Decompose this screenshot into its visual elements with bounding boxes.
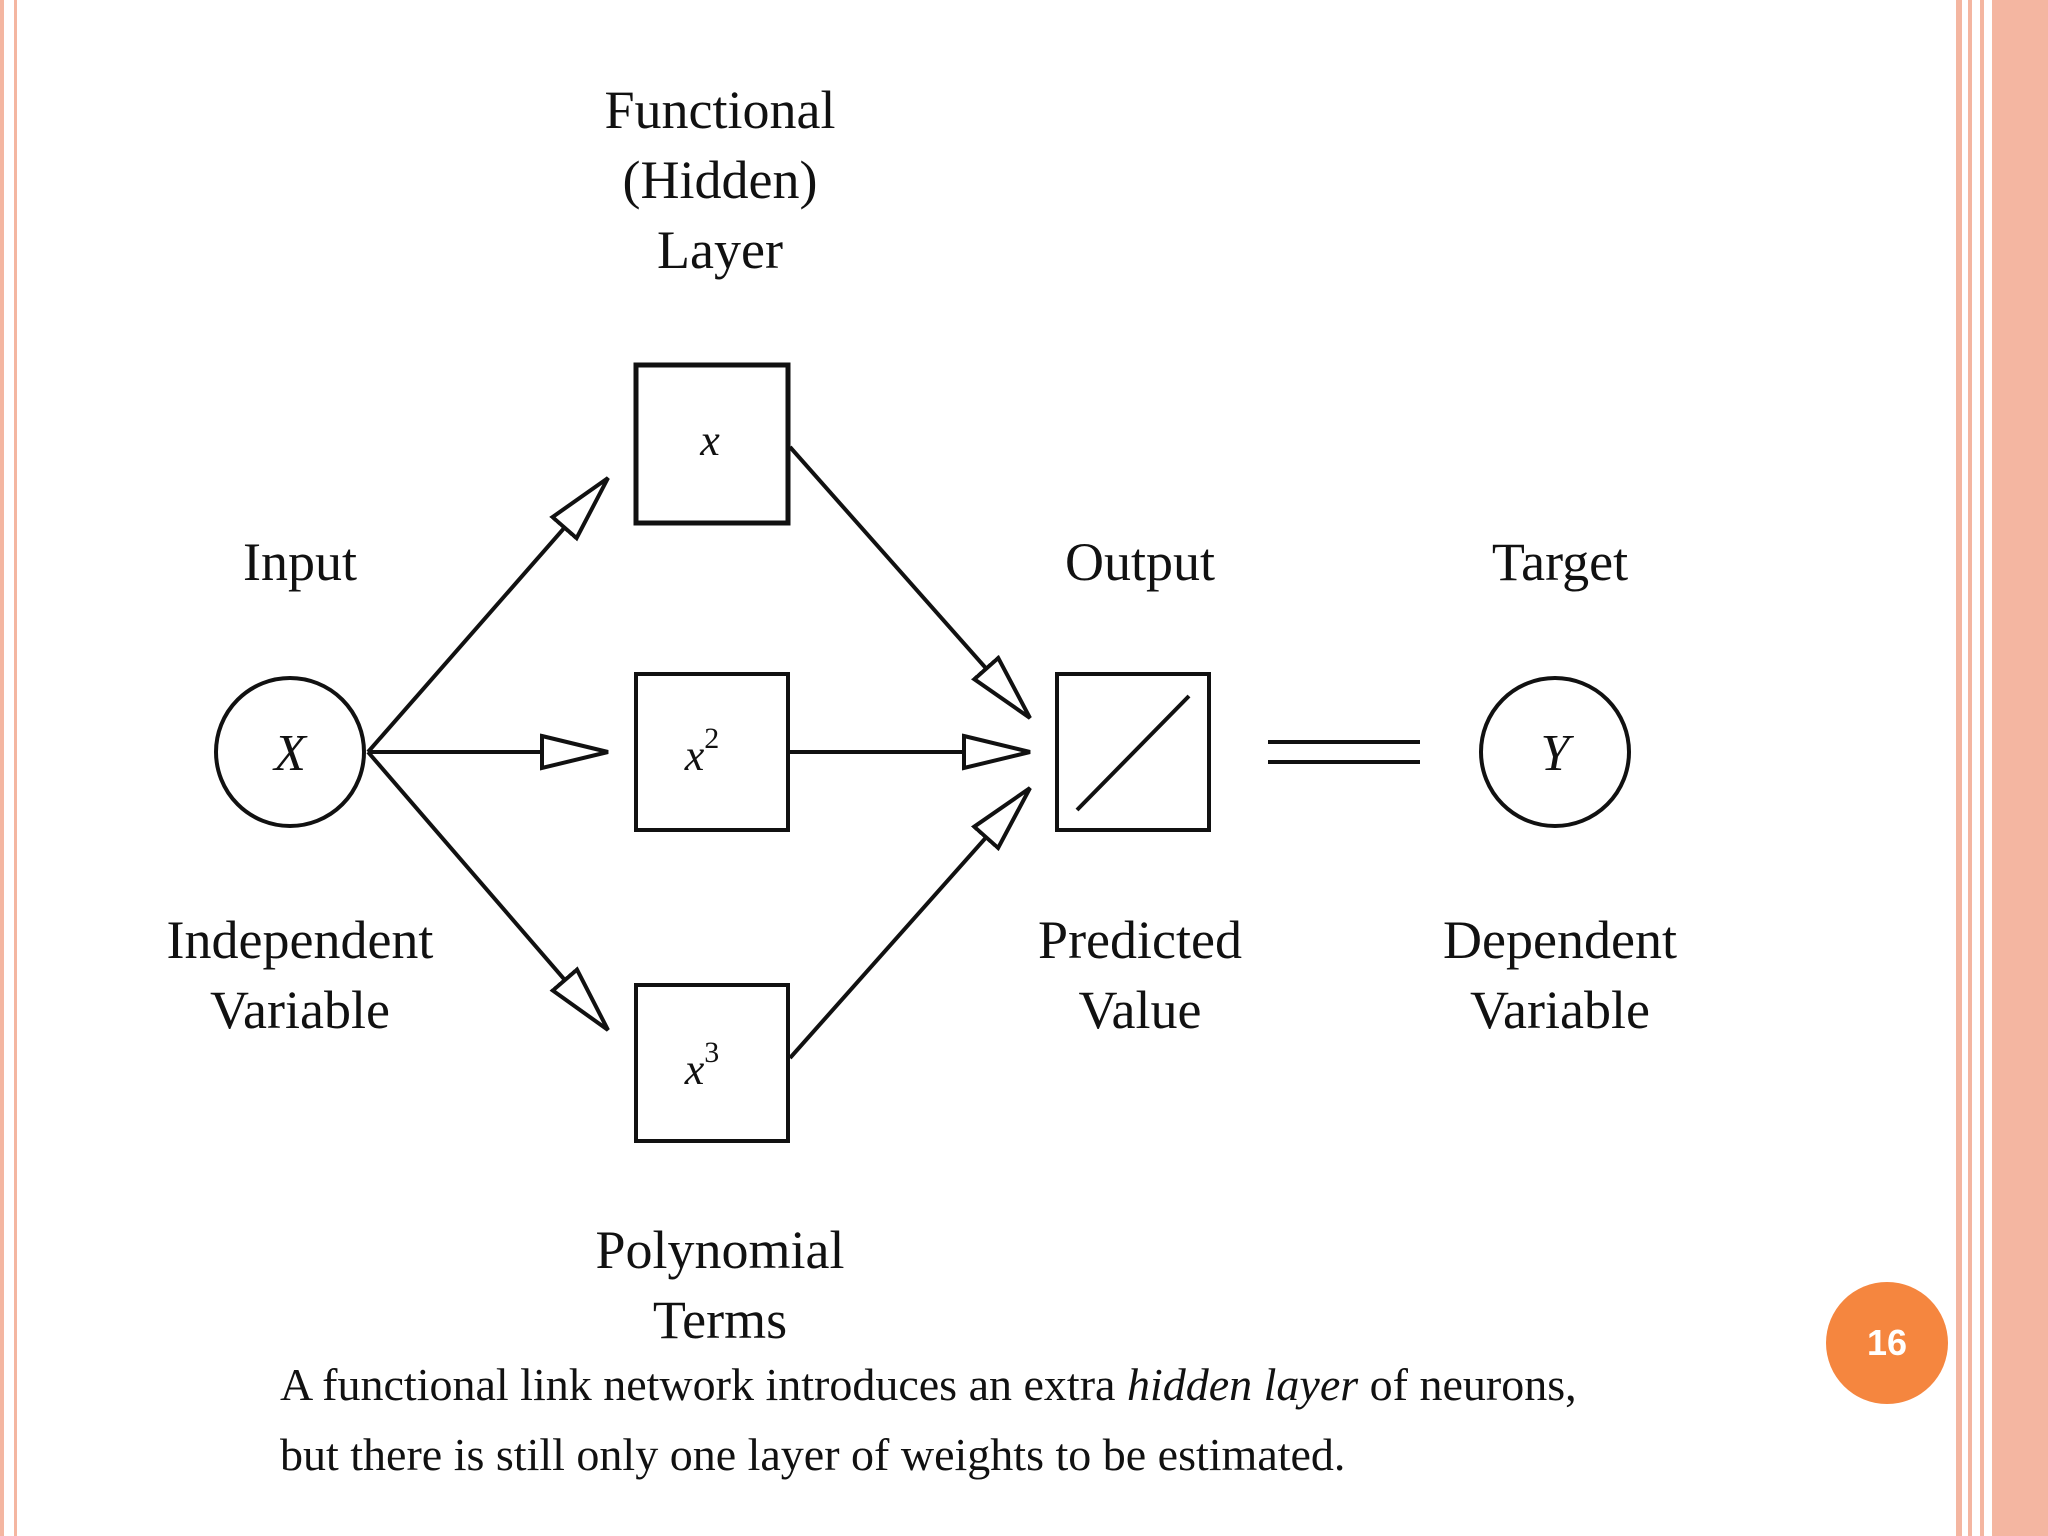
arrow-x-cubed-to-output bbox=[788, 786, 1032, 1060]
caption-emphasis: hidden layer bbox=[1126, 1359, 1359, 1410]
hidden-node-x-squared bbox=[634, 672, 790, 832]
functional-link-network-diagram: X x x2 x3 Y bbox=[214, 362, 1631, 1143]
dependent-variable-label: Dependent Variable bbox=[1443, 910, 1677, 1040]
hidden-node-x bbox=[633, 362, 791, 526]
hidden-node-x-cubed bbox=[634, 983, 790, 1143]
target-node bbox=[1479, 676, 1631, 828]
hidden-layer-label: Functional (Hidden) Layer bbox=[604, 80, 836, 280]
arrow-x-to-output bbox=[788, 445, 1032, 720]
hidden-node-x-label: x bbox=[699, 416, 720, 465]
input-node-symbol: X bbox=[272, 725, 308, 782]
slide-border-right bbox=[1956, 0, 2048, 1536]
hidden-node-x-squared-label: x2 bbox=[684, 722, 720, 780]
output-linear-activation-line bbox=[1075, 694, 1191, 812]
slide-border-left-outer bbox=[0, 0, 4, 1536]
polynomial-terms-label: Polynomial Terms bbox=[595, 1220, 845, 1350]
target-node-symbol: Y bbox=[1541, 725, 1575, 782]
hidden-node-x-cubed-label: x3 bbox=[684, 1036, 720, 1094]
input-label: Input bbox=[243, 532, 357, 592]
output-label: Output bbox=[1064, 532, 1215, 592]
page-number-badge: 16 bbox=[1826, 1282, 1948, 1404]
arrow-input-to-x-cubed bbox=[366, 750, 610, 1032]
independent-variable-label: Independent Variable bbox=[166, 910, 434, 1040]
caption-line-1: A functional link network introduces an … bbox=[280, 1359, 1577, 1410]
caption: A functional link network introduces an … bbox=[280, 1350, 1780, 1490]
caption-line-2: but there is still only one layer of wei… bbox=[280, 1429, 1346, 1480]
predicted-value-label: Predicted Value bbox=[1038, 910, 1242, 1040]
slide-border-left-inner bbox=[14, 0, 17, 1536]
target-label: Target bbox=[1491, 532, 1629, 592]
arrow-input-to-x bbox=[366, 476, 610, 754]
input-node bbox=[214, 676, 366, 828]
